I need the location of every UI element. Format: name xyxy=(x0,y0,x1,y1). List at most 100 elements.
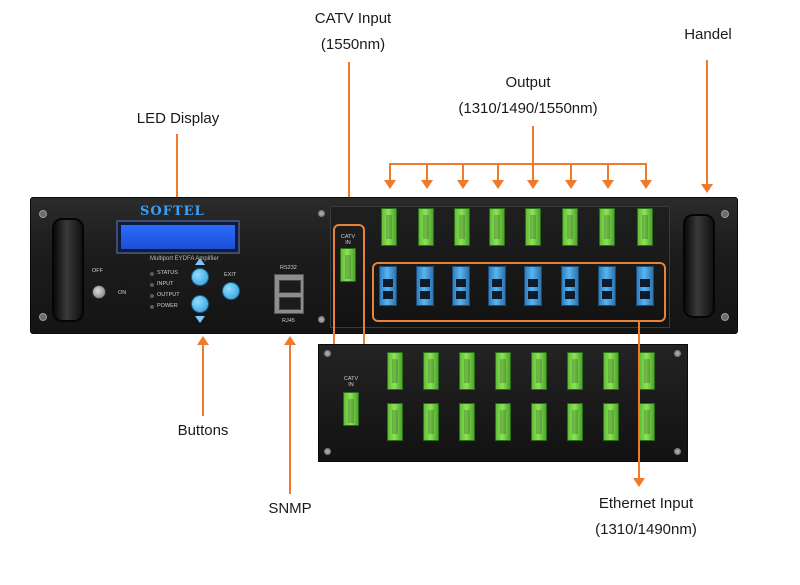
catv-input-wavelength: (1550nm) xyxy=(320,36,386,53)
buttons-arrowhead xyxy=(197,336,209,345)
ethernet-input-port[interactable] xyxy=(387,403,403,441)
key-on-label: ON xyxy=(118,290,127,296)
output-title: Output xyxy=(505,74,551,91)
output-port[interactable] xyxy=(637,208,653,246)
catv-input-port-lower[interactable] xyxy=(343,392,359,426)
ethernet-input-wavelength: (1310/1490nm) xyxy=(595,521,697,538)
rs232-port[interactable] xyxy=(279,280,301,293)
ethernet-input-port[interactable] xyxy=(567,352,583,390)
panel-screw xyxy=(318,210,325,217)
brand-logo: SOFTEL xyxy=(140,204,205,219)
output-port[interactable] xyxy=(418,208,434,246)
led-display-label: LED Display xyxy=(136,110,220,127)
output-port[interactable] xyxy=(525,208,541,246)
output-led xyxy=(150,294,154,298)
output-label: Output (1310/1490/1550nm) xyxy=(438,70,618,122)
ethernet-input-port[interactable] xyxy=(603,403,619,441)
pon-port[interactable] xyxy=(636,266,654,306)
catv-input-port[interactable] xyxy=(340,248,356,282)
rj45-port[interactable] xyxy=(279,297,301,310)
exit-button[interactable] xyxy=(222,282,240,300)
pon-port[interactable] xyxy=(561,266,579,306)
ethernet-input-port[interactable] xyxy=(531,403,547,441)
catv-port-label-lower: CATV IN xyxy=(343,376,359,388)
catv-input-label: CATV Input (1550nm) xyxy=(298,6,408,58)
up-button[interactable] xyxy=(191,268,209,286)
output-drop xyxy=(389,163,391,181)
down-arrow-icon xyxy=(195,316,205,323)
pon-port[interactable] xyxy=(488,266,506,306)
snmp-port[interactable] xyxy=(274,274,304,314)
down-button[interactable] xyxy=(191,295,209,313)
catv-input-title: CATV Input xyxy=(314,10,392,27)
handel-label: Handel xyxy=(684,26,732,43)
output-drop-head xyxy=(602,180,614,189)
ethernet-input-port[interactable] xyxy=(567,403,583,441)
pon-port[interactable] xyxy=(598,266,616,306)
ethernet-input-port[interactable] xyxy=(387,352,403,390)
power-key-switch[interactable] xyxy=(92,285,106,299)
ethernet-input-port[interactable] xyxy=(531,352,547,390)
rack-ear-hole xyxy=(39,313,47,321)
output-drop xyxy=(570,163,572,181)
output-drop-head xyxy=(492,180,504,189)
snmp-arrowhead xyxy=(284,336,296,345)
pon-port[interactable] xyxy=(524,266,542,306)
ethernet-input-arrowhead xyxy=(633,478,645,487)
handel-arrowhead xyxy=(701,184,713,193)
output-drop-head xyxy=(640,180,652,189)
led-display-screen xyxy=(121,225,235,249)
ethernet-input-port[interactable] xyxy=(603,352,619,390)
ethernet-input-port[interactable] xyxy=(459,403,475,441)
panel-screw xyxy=(674,448,681,455)
output-led-label: OUTPUT xyxy=(157,292,180,298)
power-led-label: POWER xyxy=(157,303,178,309)
panel-screw xyxy=(318,316,325,323)
output-drop-head xyxy=(421,180,433,189)
rack-ear-hole xyxy=(39,210,47,218)
rj45-label: RJ45 xyxy=(282,318,295,324)
output-stem xyxy=(532,126,534,164)
handel-arrow xyxy=(706,60,708,186)
snmp-label: SNMP xyxy=(268,500,312,517)
ethernet-input-port[interactable] xyxy=(639,403,655,441)
output-wavelength: (1310/1490/1550nm) xyxy=(458,100,598,117)
pon-port[interactable] xyxy=(416,266,434,306)
ethernet-input-port[interactable] xyxy=(459,352,475,390)
ethernet-input-port[interactable] xyxy=(495,352,511,390)
output-drop xyxy=(497,163,499,181)
ethernet-input-port[interactable] xyxy=(423,403,439,441)
output-drop-head xyxy=(527,180,539,189)
up-arrow-icon xyxy=(195,258,205,265)
buttons-label: Buttons xyxy=(177,422,229,439)
output-port[interactable] xyxy=(489,208,505,246)
pon-port[interactable] xyxy=(379,266,397,306)
output-drop-head xyxy=(565,180,577,189)
key-off-label: OFF xyxy=(92,268,103,274)
ethernet-input-arrow xyxy=(638,322,640,480)
catv-port-label: CATV IN xyxy=(340,234,356,246)
panel-screw xyxy=(324,350,331,357)
led-display xyxy=(116,220,240,254)
panel-screw xyxy=(324,448,331,455)
ethernet-input-port[interactable] xyxy=(639,352,655,390)
rack-ear-hole xyxy=(721,313,729,321)
led-display-arrow xyxy=(176,134,178,224)
output-port[interactable] xyxy=(381,208,397,246)
output-port[interactable] xyxy=(454,208,470,246)
left-handle xyxy=(52,218,84,322)
right-handle xyxy=(683,214,715,318)
output-drop xyxy=(426,163,428,181)
rs232-label: RS232 xyxy=(280,265,297,271)
ethernet-input-port[interactable] xyxy=(423,352,439,390)
output-port[interactable] xyxy=(599,208,615,246)
output-bar xyxy=(389,163,647,165)
output-drop xyxy=(462,163,464,181)
power-led xyxy=(150,305,154,309)
output-drop xyxy=(607,163,609,181)
pon-port[interactable] xyxy=(452,266,470,306)
ethernet-input-port[interactable] xyxy=(495,403,511,441)
output-port[interactable] xyxy=(562,208,578,246)
ethernet-input-title: Ethernet Input xyxy=(598,495,694,512)
pon-ports-highlight xyxy=(372,262,666,322)
